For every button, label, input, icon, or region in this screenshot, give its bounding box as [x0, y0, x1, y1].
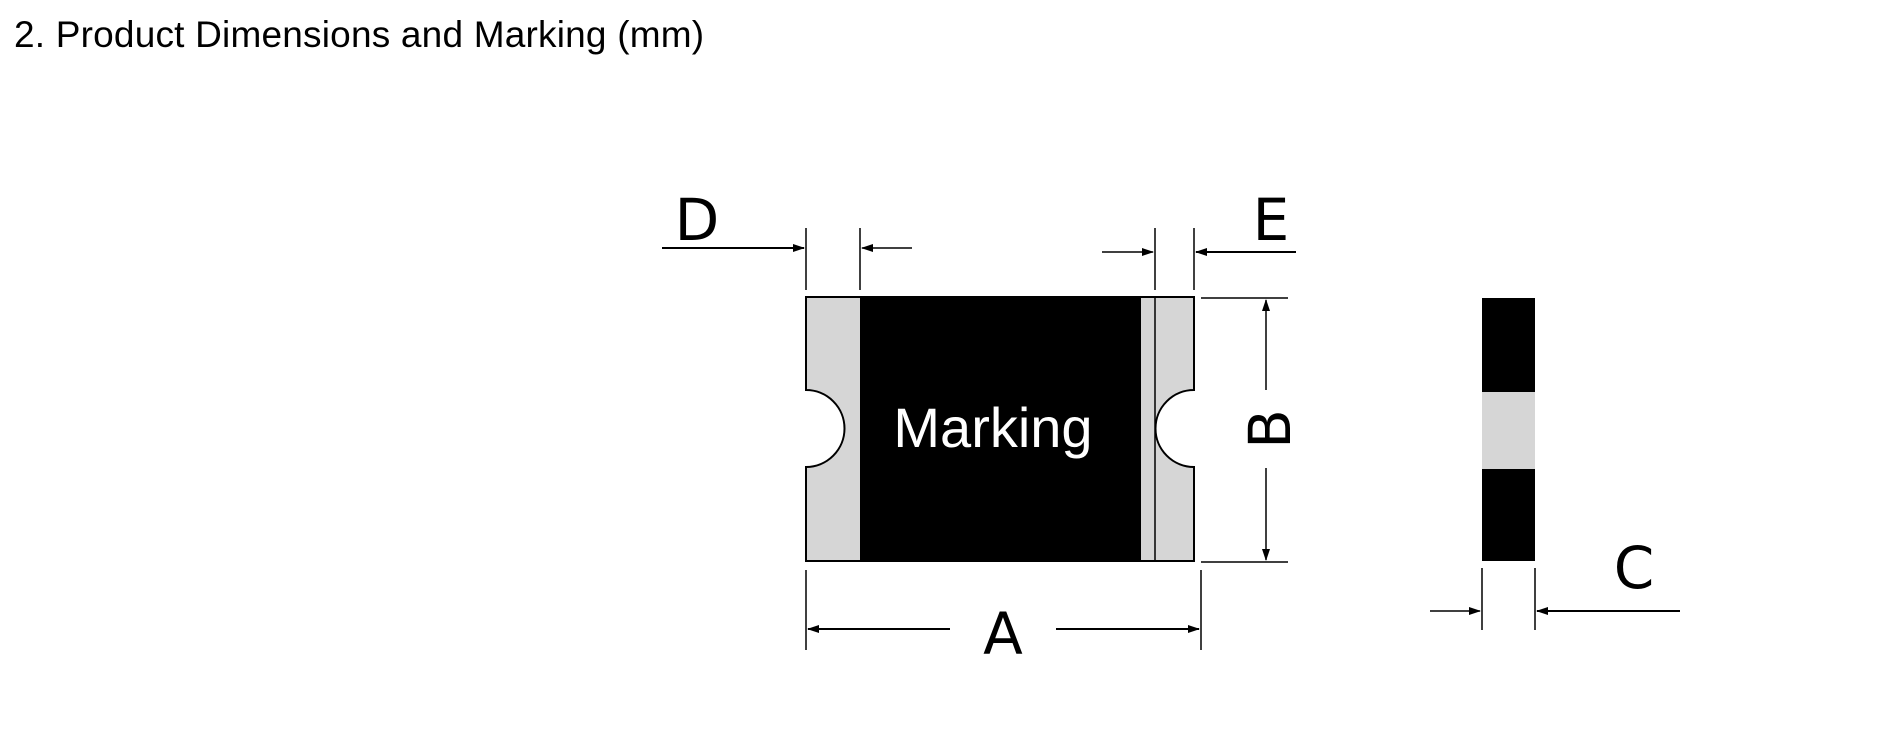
label-a: A [983, 600, 1023, 668]
component-outline [805, 296, 1195, 562]
component-top-view: Marking [805, 296, 1195, 562]
dimension-c: C [1430, 534, 1680, 630]
side-bottom-cap [1482, 469, 1535, 561]
label-b: B [1236, 409, 1304, 449]
side-middle-element [1482, 392, 1535, 469]
right-notch [1155, 390, 1194, 467]
label-c: C [1614, 534, 1655, 602]
dimension-e: E [1102, 186, 1296, 290]
label-e: E [1253, 186, 1290, 254]
dimension-b: B [1201, 297, 1304, 563]
page-title: 2. Product Dimensions and Marking (mm) [14, 14, 705, 55]
component-body [860, 297, 1141, 561]
label-d: D [675, 186, 720, 254]
dimension-d: D [662, 186, 912, 290]
marking-text: Marking [893, 396, 1092, 459]
side-top-cap [1482, 298, 1535, 392]
left-notch [806, 390, 845, 467]
dimension-a: A [805, 570, 1202, 668]
component-side-view [1482, 298, 1535, 561]
